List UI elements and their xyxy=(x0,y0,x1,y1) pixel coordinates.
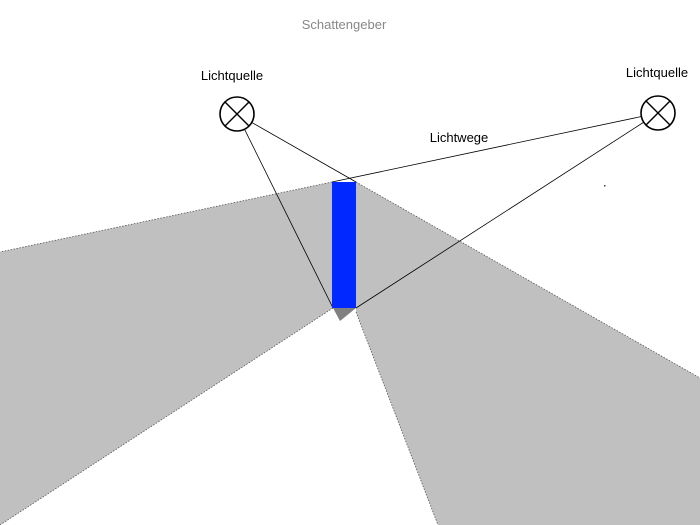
stray-dot xyxy=(604,185,606,187)
shadow-caster-object xyxy=(332,182,356,308)
shadow-region-from-right-light xyxy=(0,182,333,525)
lamp-cross-circle-icon xyxy=(640,95,676,131)
core-shadow xyxy=(333,308,356,321)
lamp-cross-circle-icon xyxy=(219,96,255,132)
ray-right-to-object-bottom xyxy=(355,112,659,309)
ray-right-to-object-top xyxy=(331,112,659,183)
shadow-edges xyxy=(0,181,700,525)
light-source-right-label: Lichtquelle xyxy=(626,65,688,80)
ray-left-to-object-top xyxy=(236,113,357,183)
light-paths-label: Lichtwege xyxy=(430,130,489,145)
light-paths xyxy=(236,112,659,309)
ray-left-to-object-bottom xyxy=(236,113,334,309)
light-source-left-label: Lichtquelle xyxy=(201,68,263,83)
diagram-title: Schattengeber xyxy=(302,17,387,32)
shadow-region-from-left-light xyxy=(356,182,700,525)
